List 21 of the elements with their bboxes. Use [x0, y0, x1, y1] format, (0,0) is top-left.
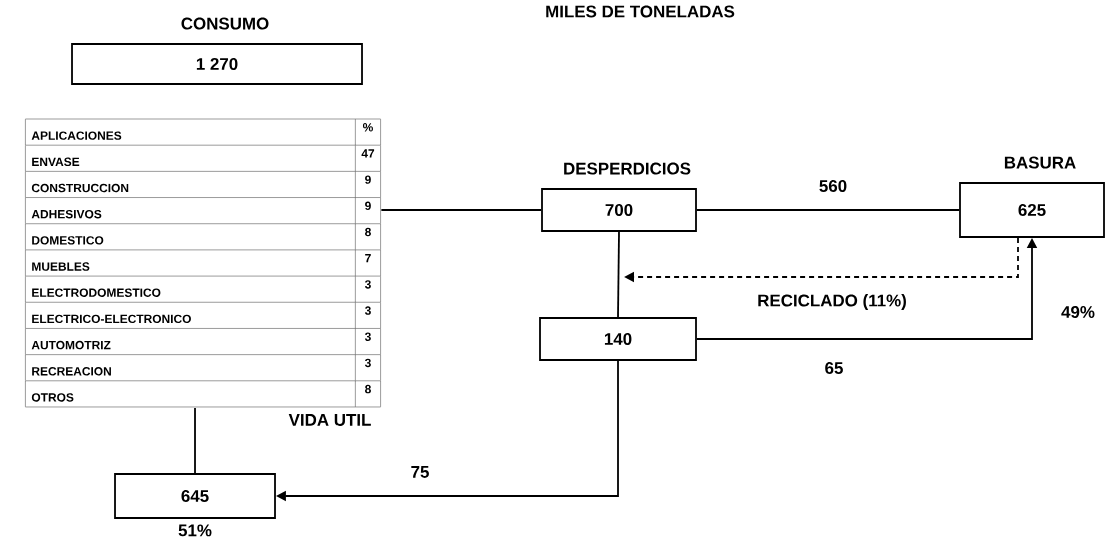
box-caption: 51%	[178, 524, 212, 537]
box-heading: BASURA	[1004, 156, 1076, 169]
box-heading: CONSUMO	[181, 17, 269, 30]
table: APLICACIONES % ENVASE 47 CONSTRUCCION 9 ADHESIVOS 9 DOMESTICO 8 MUEBLES 7 ELECTRODOMESTICO 3 ELECTRICO-ELECTRONICO 3 AUTOMOTRIZ 3 RECREACION 3 OTROS 8	[25, 118, 381, 408]
edge-label: 65	[823, 361, 845, 375]
edge-label: 75	[409, 465, 431, 479]
connector-line	[380, 209, 542, 211]
connector-line	[696, 209, 960, 211]
flow-label: 49%	[1061, 306, 1095, 318]
flow-label: RECICLADO (11%)	[758, 294, 906, 310]
box-heading: DESPERDICIOS	[564, 162, 691, 175]
flow-label: VIDA UTIL	[288, 414, 371, 426]
connector-line	[194, 407, 196, 474]
value-box: 625	[959, 182, 1105, 238]
value-box: 140	[539, 317, 697, 361]
value-box: 645	[114, 473, 276, 519]
value-box: 700	[541, 188, 697, 232]
title: MILES DE TONELADAS	[546, 5, 735, 18]
connector-line	[617, 231, 620, 318]
edge-label: 560	[817, 179, 849, 193]
value-box: 1 270	[71, 43, 363, 85]
